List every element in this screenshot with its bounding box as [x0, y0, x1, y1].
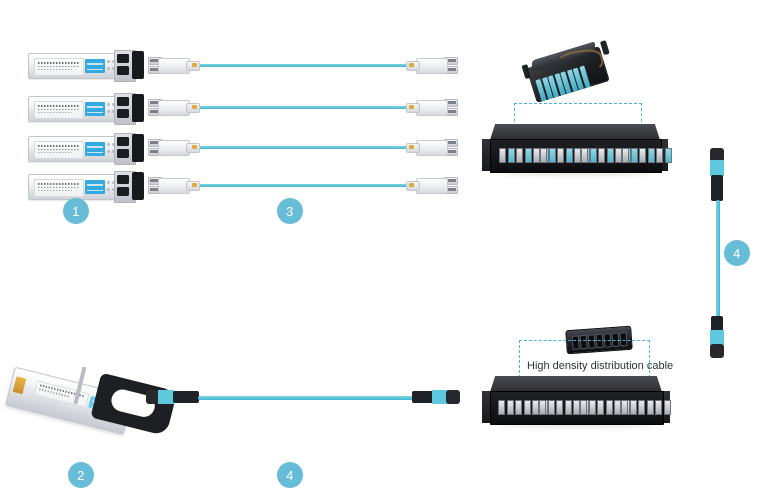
sfp-vents — [107, 142, 115, 156]
sfp-port-rx — [117, 187, 129, 196]
panel-top-face — [490, 124, 660, 140]
mtp-boot-band-left — [158, 390, 174, 404]
sfp-port-tx — [117, 97, 129, 106]
sfp-label — [34, 179, 84, 197]
sfp-dust-cap — [132, 172, 144, 200]
lc-connector-left — [148, 174, 200, 196]
sfp-dust-cap — [132, 51, 144, 79]
sfp-dust-cap — [132, 94, 144, 122]
fiber-jacket — [182, 183, 424, 187]
sfp-port-tx — [117, 54, 129, 63]
mtp-boot-band-right — [432, 390, 448, 404]
lc-patch-cable[interactable] — [148, 174, 458, 196]
mtp-body-left — [173, 391, 199, 403]
mtp-ferrule-right — [446, 390, 460, 404]
distribution-cable-label: High density distribution cable — [527, 360, 674, 372]
sfp-blue-sticker — [85, 59, 105, 73]
fiber-jacket — [182, 145, 424, 149]
mtp-boot-band-bottom — [710, 330, 724, 346]
mtp-ferrule-top — [710, 148, 724, 162]
lc-patch-cable[interactable] — [148, 96, 458, 118]
mtp-body-right — [412, 391, 434, 403]
mtp-boot-band-top — [710, 160, 724, 176]
fiber-jacket — [182, 63, 424, 67]
lc-connector-right — [406, 54, 458, 76]
lc-connector-left — [148, 136, 200, 158]
sfp-port-rx — [117, 149, 129, 158]
sfp-blue-sticker — [85, 142, 105, 156]
mtp-ferrule-bottom — [710, 344, 724, 358]
sfp-body — [28, 174, 118, 200]
lc-connector-right — [406, 174, 458, 196]
lc-connector-right — [406, 136, 458, 158]
mtp-trunk-jacket — [198, 395, 414, 400]
sfp-port-rx — [117, 109, 129, 118]
sfp-port-rx — [117, 66, 129, 75]
sfp-label — [34, 141, 84, 159]
panel-port-group[interactable] — [581, 146, 631, 164]
sfp-body — [28, 96, 118, 122]
panel-port-group[interactable] — [621, 398, 671, 416]
lc-connector-left — [148, 96, 200, 118]
panel-rack-ear — [660, 139, 668, 171]
sfp-label — [34, 58, 84, 76]
sfp-dust-cap — [132, 134, 144, 162]
panel-front-face — [490, 139, 672, 173]
sfp-transceiver[interactable] — [28, 133, 146, 165]
panel-shadow — [496, 171, 654, 176]
panel-rack-ear — [482, 139, 490, 171]
lc-connector-right — [406, 96, 458, 118]
badge-3[interactable]: 3 — [277, 198, 303, 224]
sfp-label — [34, 101, 84, 119]
sfp-port-tx — [117, 137, 129, 146]
panel-port-group[interactable] — [622, 146, 672, 164]
panel-shadow — [496, 423, 656, 428]
sfp-body — [28, 53, 118, 79]
qsfp-edge-connector — [12, 376, 27, 395]
mtp-trunk-vertical[interactable] — [706, 148, 728, 358]
lc-connector-left — [148, 54, 200, 76]
mtp-trunk-jacket — [715, 200, 720, 318]
badge-4-horizontal[interactable]: 4 — [277, 462, 303, 488]
panel-top-face — [490, 376, 662, 392]
panel-rack-ear — [482, 391, 490, 423]
mtp-trunk-horizontal[interactable] — [146, 386, 466, 408]
mtp-ferrule-left — [146, 390, 160, 404]
sfp-transceiver[interactable] — [28, 93, 146, 125]
sfp-body — [28, 136, 118, 162]
sfp-blue-sticker — [85, 180, 105, 194]
fiber-jacket — [182, 105, 424, 109]
lc-patch-cable[interactable] — [148, 136, 458, 158]
sfp-vents — [107, 180, 115, 194]
sfp-vents — [107, 102, 115, 116]
sfp-transceiver[interactable] — [28, 171, 146, 203]
badge-1[interactable]: 1 — [63, 198, 89, 224]
lc-patch-cable[interactable] — [148, 54, 458, 76]
sfp-transceiver[interactable] — [28, 50, 146, 82]
sfp-vents — [107, 59, 115, 73]
cassette-module[interactable] — [521, 37, 616, 110]
panel-front-face — [490, 391, 671, 425]
mtp-body-top — [711, 175, 723, 201]
sfp-port-tx — [117, 175, 129, 184]
badge-2[interactable]: 2 — [68, 462, 94, 488]
sfp-blue-sticker — [85, 102, 105, 116]
badge-4-vertical[interactable]: 4 — [724, 240, 750, 266]
